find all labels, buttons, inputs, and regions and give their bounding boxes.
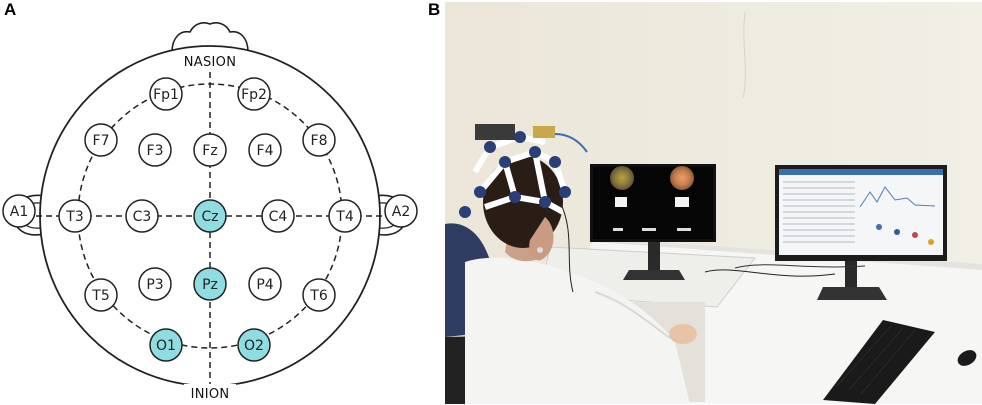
electrode-t6: T6 <box>302 278 336 312</box>
electrode-marker <box>58 199 92 233</box>
electrode-label: F4 <box>257 143 274 159</box>
panel-label-b: B <box>428 0 441 19</box>
electrode-p3: P3 <box>138 267 172 301</box>
eeg-sensors <box>459 131 571 218</box>
electrode-marker <box>248 133 282 167</box>
electrode-label: T3 <box>65 209 83 225</box>
electrode-marker <box>84 123 118 157</box>
electrode-pz: Pz <box>193 267 227 301</box>
experiment-photo <box>445 2 982 404</box>
electrode-marker <box>193 133 227 167</box>
keyboard <box>823 320 935 404</box>
electrode-label: F7 <box>93 133 110 149</box>
stimulus-monitor <box>590 164 716 280</box>
electrode-label: Fp2 <box>241 87 267 103</box>
electrode-label: C3 <box>133 209 152 225</box>
mouse <box>957 350 977 366</box>
electrode-f4: F4 <box>248 133 282 167</box>
electrode-marker <box>302 123 336 157</box>
electrode-marker <box>84 278 118 312</box>
electrode-label: A1 <box>10 204 28 220</box>
electrode-label: Pz <box>202 277 218 293</box>
electrode-label: T5 <box>91 288 109 304</box>
electrode-label: T6 <box>309 288 328 304</box>
electrode-label: Cz <box>201 209 218 225</box>
electrode-label: A2 <box>392 204 410 220</box>
electrode-label: Fz <box>202 143 217 159</box>
electrode-label: Fp1 <box>153 87 179 103</box>
electrode-f7: F7 <box>84 123 118 157</box>
electrode-c3: C3 <box>125 199 159 233</box>
electrode-label: C4 <box>269 209 288 225</box>
electrode-marker <box>328 199 362 233</box>
electrode-marker <box>193 267 227 301</box>
electrode-fz: Fz <box>193 133 227 167</box>
electrode-cz: Cz <box>193 199 227 233</box>
electrode-f8: F8 <box>302 123 336 157</box>
electrode-fp2: Fp2 <box>237 77 271 111</box>
electrode-marker <box>193 199 227 233</box>
inion-label: INION <box>191 387 230 402</box>
electrode-marker <box>384 194 418 228</box>
electrode-marker <box>149 77 183 111</box>
panel-label-a: A <box>4 0 17 19</box>
electrode-t3: T3 <box>58 199 92 233</box>
electrode-marker <box>302 278 336 312</box>
electrode-label: P3 <box>146 277 163 293</box>
electrode-marker <box>149 328 183 362</box>
electrode-a1: A1 <box>2 194 36 228</box>
electrode-label: F3 <box>147 143 164 159</box>
electrode-marker <box>125 199 159 233</box>
electrode-p4: P4 <box>248 267 282 301</box>
electrode-a2: A2 <box>384 194 418 228</box>
electrode-o1: O1 <box>149 328 183 362</box>
electrode-marker <box>138 133 172 167</box>
electrode-label: O2 <box>244 338 264 354</box>
electrode-t5: T5 <box>84 278 118 312</box>
electrode-fp1: Fp1 <box>149 77 183 111</box>
recording-monitor <box>775 165 947 300</box>
electrode-c4: C4 <box>261 199 295 233</box>
electrode-marker <box>248 267 282 301</box>
electrode-marker <box>138 267 172 301</box>
electrode-marker <box>2 194 36 228</box>
electrode-f3: F3 <box>138 133 172 167</box>
electrode-label: F8 <box>311 133 328 149</box>
electrode-label: O1 <box>156 338 176 354</box>
electrode-t4: T4 <box>328 199 362 233</box>
electrode-o2: O2 <box>237 328 271 362</box>
nasion-label: NASION <box>184 55 236 70</box>
electrode-marker <box>237 328 271 362</box>
nose-outline <box>171 22 249 53</box>
electrode-label: T4 <box>335 209 354 225</box>
electrode-marker <box>237 77 271 111</box>
electrode-label: P4 <box>256 277 273 293</box>
electrode-marker <box>261 199 295 233</box>
